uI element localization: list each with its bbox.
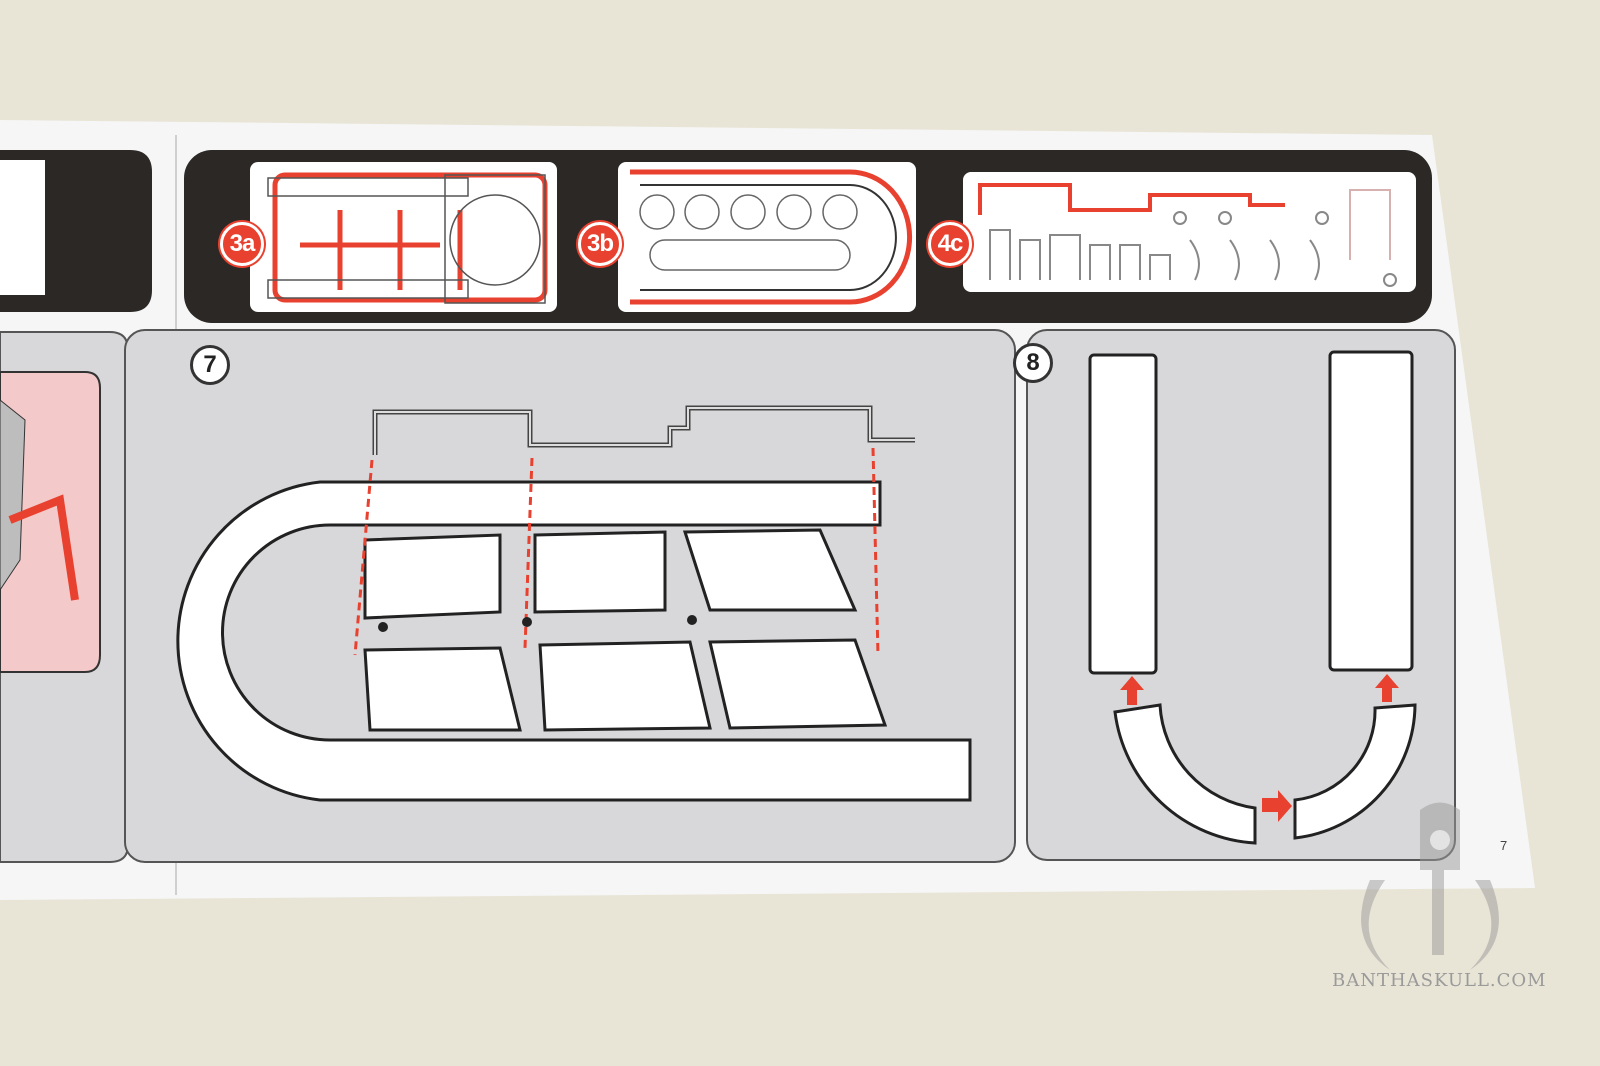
part-label-4c: 4c [928, 222, 972, 266]
parts-panel-4c [963, 172, 1416, 292]
page-number: 7 [1500, 838, 1508, 853]
watermark-logo-icon [1361, 802, 1499, 970]
watermark-text: BANTHASKULL.COM [1332, 970, 1547, 991]
part-4c-drawing [978, 183, 1397, 287]
left-page-figure [0, 399, 26, 591]
step-number-8: 8 [1013, 343, 1053, 383]
part-label-3b: 3b [578, 222, 622, 266]
parts-panel-3a [250, 162, 557, 312]
step-7-drawing [176, 405, 972, 802]
step-number-7: 7 [190, 345, 230, 385]
parts-panel-3b [618, 162, 916, 312]
part-label-3a: 3a [220, 222, 264, 266]
left-page-red-part [8, 494, 79, 601]
part-3b-drawing [630, 169, 913, 305]
left-page-parts-panel [0, 160, 45, 295]
step-8-drawing [1088, 350, 1417, 845]
